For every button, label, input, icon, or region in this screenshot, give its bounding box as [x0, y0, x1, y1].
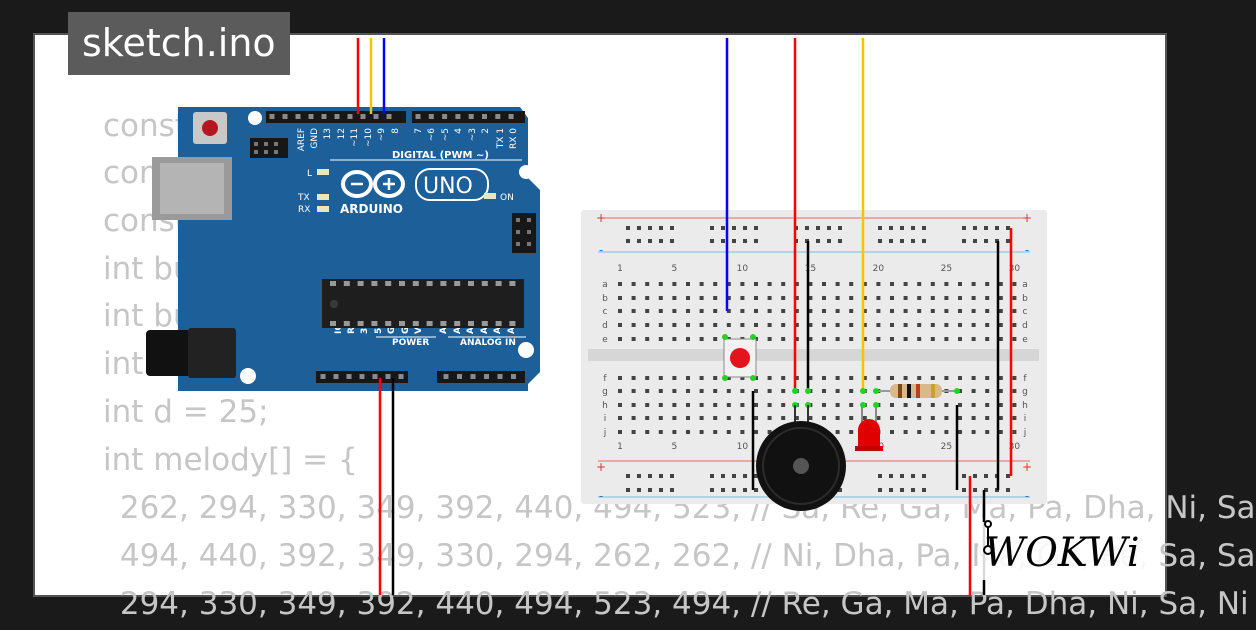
- code-line: int melody[] = {: [103, 442, 358, 478]
- circuit-diagram: 115510101515202025253030 aabbccddeeffggh…: [146, 38, 1047, 595]
- model-label: UNO: [423, 174, 473, 199]
- top-pin-label: ~11: [350, 128, 360, 147]
- led-on-label: ON: [500, 193, 514, 203]
- led-tx-label: TX: [297, 193, 310, 203]
- row-letter: i: [604, 414, 607, 424]
- rail-plus-label-right: +: [1022, 211, 1032, 225]
- top-pin-label: ~5: [441, 128, 451, 141]
- wokwi-logo: WOKWi: [978, 520, 1150, 582]
- top-pin-label: GND: [310, 128, 320, 149]
- row-letter: g: [1022, 387, 1028, 397]
- top-pin-label: ~10: [364, 128, 374, 147]
- led-red: [855, 405, 883, 451]
- rail-plus-label: +: [596, 211, 606, 225]
- logo-text: WOKWi: [984, 530, 1140, 576]
- top-pin-label: 13: [323, 128, 333, 139]
- row-letter: i: [1024, 414, 1027, 424]
- col-number: 25: [941, 442, 952, 452]
- buzzer: [756, 405, 846, 511]
- row-letter: c: [603, 307, 608, 317]
- row-letter: g: [602, 387, 608, 397]
- top-pin-label: 4: [454, 128, 464, 134]
- col-number: 5: [672, 442, 678, 452]
- code-line: int d = 25;: [103, 394, 269, 430]
- col-number: 30: [1009, 264, 1021, 274]
- top-pin-label: 7: [414, 128, 424, 134]
- col-number: 10: [737, 264, 749, 274]
- top-pin-label: ~3: [468, 128, 478, 141]
- led-l-label: L: [307, 169, 312, 179]
- file-tab[interactable]: sketch.ino: [68, 12, 290, 75]
- top-pin-label: 12: [337, 128, 347, 139]
- row-letter: d: [602, 321, 608, 331]
- brand-label: ARDUINO: [340, 202, 403, 216]
- col-number: 1: [617, 442, 623, 452]
- rail-minus-label-bottom: -: [599, 489, 603, 503]
- top-pin-label: 8: [391, 128, 401, 134]
- row-letter: h: [1022, 401, 1028, 411]
- code-line: 294, 330, 349, 392, 440, 494, 523, 494, …: [110, 586, 1249, 622]
- col-number: 1: [617, 264, 623, 274]
- row-letter: a: [602, 280, 608, 290]
- top-pin-label: ~9: [377, 128, 387, 142]
- col-number: 30: [1009, 442, 1021, 452]
- row-letter: c: [1023, 307, 1028, 317]
- code-line: const i: [103, 108, 206, 144]
- arduino-logo-icon: [341, 170, 405, 198]
- row-letter: b: [602, 294, 608, 304]
- row-letter: d: [1022, 321, 1028, 331]
- row-letter: f: [1023, 374, 1027, 384]
- rail-plus-label-bottom-right: +: [1022, 460, 1032, 474]
- col-number: 5: [672, 264, 678, 274]
- row-letter: h: [602, 401, 608, 411]
- analog-label: ANALOG IN: [460, 338, 516, 348]
- digital-label: DIGITAL (PWM ~): [392, 150, 489, 161]
- col-number: 15: [805, 264, 816, 274]
- row-letter: j: [603, 428, 607, 438]
- top-pin-label: TX 1: [496, 128, 506, 149]
- power-label: POWER: [392, 338, 429, 348]
- top-pin-label: ~6: [427, 128, 437, 142]
- top-pin-label: RX 0: [509, 128, 519, 149]
- col-number: 10: [737, 442, 749, 452]
- top-pin-label: AREF: [297, 128, 307, 151]
- led-rx-label: RX: [298, 205, 310, 215]
- row-letter: b: [1022, 294, 1028, 304]
- col-number: 20: [873, 264, 885, 274]
- row-letter: e: [1022, 335, 1028, 345]
- pushbutton[interactable]: [723, 338, 757, 378]
- pin-highlights: [722, 334, 960, 408]
- reset-button[interactable]: [202, 120, 218, 136]
- resistor: [876, 384, 958, 398]
- row-letter: a: [1022, 280, 1028, 290]
- wires: [356, 38, 1013, 595]
- rail-minus-label-right: -: [1025, 243, 1029, 257]
- row-letter: j: [1023, 428, 1027, 438]
- row-letter: f: [603, 374, 607, 384]
- top-pin-label: 2: [481, 128, 491, 134]
- rail-minus-label-bottom-right: -: [1025, 489, 1029, 503]
- rail-plus-label-bottom: +: [596, 460, 606, 474]
- col-number: 25: [941, 264, 952, 274]
- rail-minus-label: -: [599, 243, 603, 257]
- row-letter: e: [602, 335, 608, 345]
